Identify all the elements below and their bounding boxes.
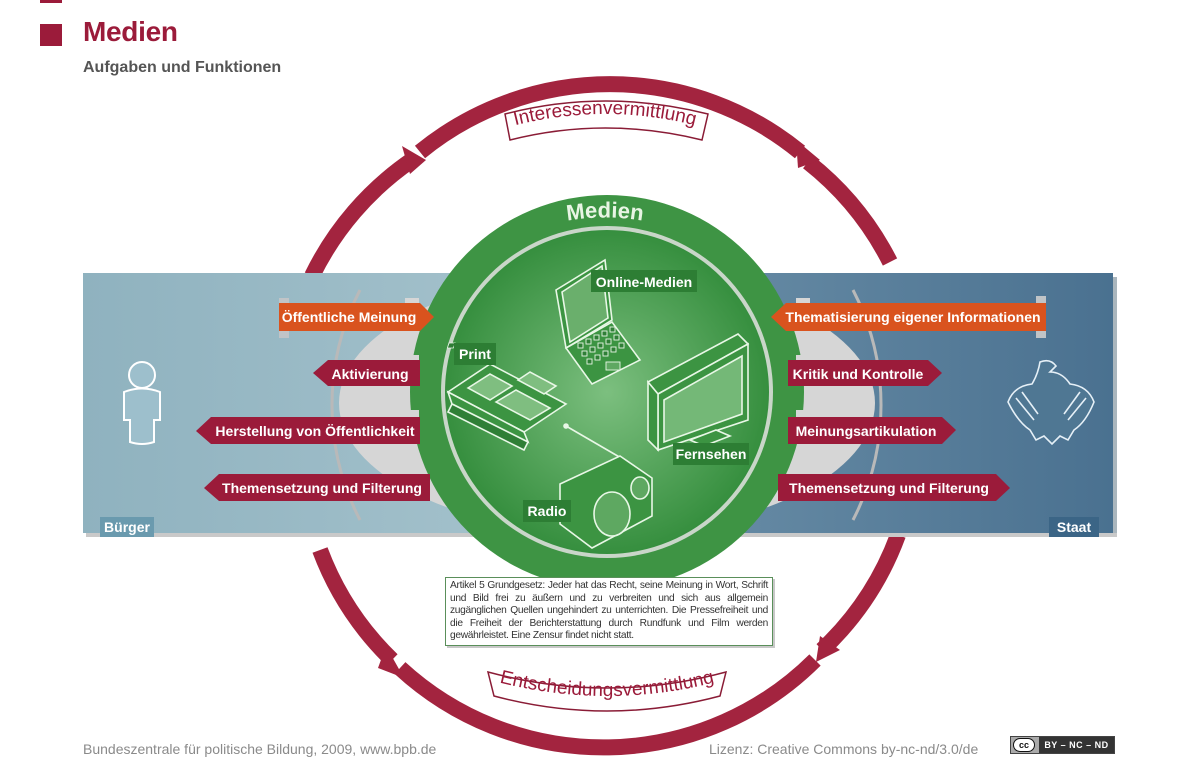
bottom-arc-left: [312, 547, 398, 666]
top-arc-mid: [414, 76, 806, 159]
svg-text:Medien: Medien: [565, 197, 646, 225]
svg-text:Meinungsartikulation: Meinungsartikulation: [796, 423, 937, 439]
arc-arrow-head: [816, 636, 840, 662]
state-arrow-opinion: Meinungsartikulation: [788, 417, 956, 444]
arc-arrow-head: [402, 146, 426, 174]
newspaper-icon: [446, 363, 568, 452]
footer-license: Lizenz: Creative Commons by-nc-nd/3.0/de: [709, 741, 979, 757]
television-icon: [646, 333, 750, 452]
page-title: Medien: [83, 16, 178, 47]
top-arc-label-ribbon: Interessenvermittlung: [504, 98, 709, 141]
arc-arrow-head: [796, 140, 820, 168]
creative-commons-icon: cc: [1013, 738, 1035, 752]
radio-icon: [559, 423, 653, 549]
citizen-label: Bürger: [104, 519, 150, 535]
citizen-arrow-publicity: Herstellung von Öffentlichkeit: [196, 417, 420, 444]
top-arc-left: [304, 153, 417, 280]
article-5-text-box: Artikel 5 Grundgesetz: Jeder hat das Rec…: [445, 577, 773, 646]
center-title: Medien: [565, 197, 646, 225]
media-label-online: Online-Medien: [596, 274, 692, 290]
bottom-arc-label-ribbon: Entscheidungsvermittlung: [486, 667, 728, 712]
citizen-arrow-activation: Aktivierung: [313, 360, 420, 386]
svg-text:Kritik und Kontrolle: Kritik und Kontrolle: [793, 366, 924, 382]
bottom-arc-mid: [394, 654, 821, 756]
title-marker: [40, 24, 62, 46]
svg-text:Herstellung von Öffentlichkeit: Herstellung von Öffentlichkeit: [215, 423, 414, 439]
citizen-arrow-agenda-setting: Themensetzung und Filterung: [204, 474, 430, 501]
svg-text:Themensetzung und Filterung: Themensetzung und Filterung: [789, 480, 989, 496]
cc-license-terms: BY – NC – ND: [1039, 737, 1114, 753]
state-arrow-own-information: Thematisierung eigener Informationen: [771, 296, 1046, 338]
media-label-tv: Fernsehen: [676, 446, 747, 462]
footer-source: Bundeszentrale für politische Bildung, 2…: [83, 741, 437, 757]
citizen-label-bg: [100, 517, 154, 537]
svg-text:Thematisierung eigener Informa: Thematisierung eigener Informationen: [785, 309, 1040, 325]
outer-cycle: [304, 76, 906, 756]
state-label-bg: [1049, 517, 1099, 537]
media-inner-circle: [445, 230, 769, 554]
state-arrow-criticism: Kritik und Kontrolle: [788, 360, 942, 386]
cc-license-badge[interactable]: cc BY – NC – ND: [1010, 736, 1115, 754]
media-label-print: Print: [459, 346, 491, 362]
top-arc-right: [803, 155, 898, 266]
svg-text:Themensetzung und Filterung: Themensetzung und Filterung: [222, 480, 422, 496]
citizen-arrow-public-opinion: Öffentliche Meinung: [279, 298, 434, 338]
person-icon: [123, 361, 161, 445]
bottom-arc-right: [816, 532, 906, 656]
state-arrow-agenda-setting: Themensetzung und Filterung: [778, 474, 1010, 501]
arc-arrow-head: [378, 646, 404, 678]
svg-text:Aktivierung: Aktivierung: [331, 366, 408, 382]
title-marker-top: [40, 0, 62, 3]
page-subtitle: Aufgaben und Funktionen: [83, 59, 282, 76]
media-label-radio: Radio: [528, 503, 567, 519]
federal-eagle-icon: [1007, 359, 1095, 446]
svg-text:Öffentliche Meinung: Öffentliche Meinung: [282, 309, 417, 325]
state-label: Staat: [1057, 519, 1092, 535]
